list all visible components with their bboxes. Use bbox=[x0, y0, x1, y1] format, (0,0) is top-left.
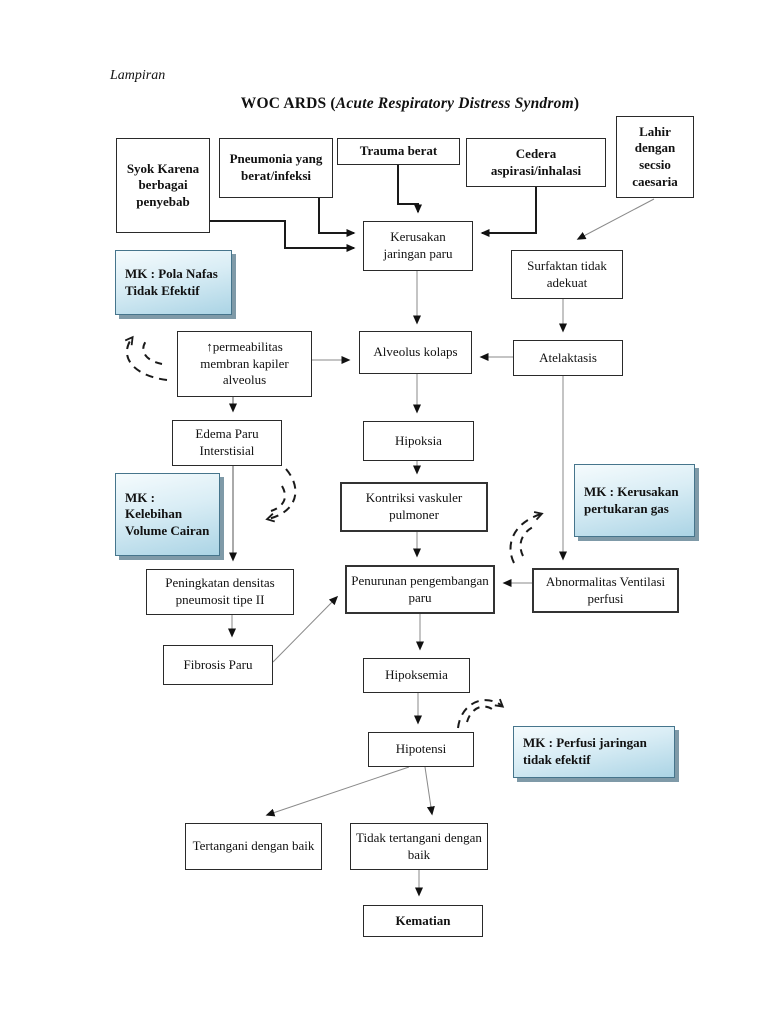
node-hipotensi: Hipotensi bbox=[368, 732, 474, 767]
mk-box-pola-nafas: MK : Pola Nafas Tidak Efektif bbox=[115, 250, 232, 315]
mk-box-kelebihan-volume: MK : Kelebihan Volume Cairan bbox=[115, 473, 220, 556]
node-abnormalitas-ventilasi: Abnormalitas Ventilasi perfusi bbox=[532, 568, 679, 613]
title-italic: Acute Respiratory Distress Syndrom bbox=[335, 95, 574, 112]
node-kerusakan-jaringan-paru: Kerusakan jaringan paru bbox=[363, 221, 473, 271]
arrow-hipotensi-to-tertangani bbox=[265, 766, 410, 817]
arrow-pneumonia-to-kerusakan bbox=[318, 198, 356, 237]
page-title: WOC ARDS (Acute Respiratory Distress Syn… bbox=[130, 95, 690, 113]
title-prefix: WOC ARDS ( bbox=[240, 95, 336, 112]
node-surfaktan-tidak-adekuat: Surfaktan tidak adekuat bbox=[511, 250, 623, 299]
arrow-hipotensi-to-tidak-tertangani bbox=[424, 766, 435, 816]
node-hipoksia: Hipoksia bbox=[363, 421, 474, 461]
dashed-arrow-mk-perfusi-inner bbox=[466, 705, 493, 723]
node-kematian: Kematian bbox=[363, 905, 483, 937]
node-penurunan-pengembangan: Penurunan pengembangan paru bbox=[345, 565, 495, 614]
node-atelaktasis: Atelaktasis bbox=[513, 340, 623, 376]
arrow-lahir-to-surfaktan bbox=[576, 198, 655, 240]
arrow-trauma-to-kerusakan bbox=[397, 165, 422, 214]
corner-label: Lampiran bbox=[110, 68, 166, 83]
node-hipoksemia: Hipoksemia bbox=[363, 658, 470, 693]
node-lahir-secsio: Lahir dengan secsio caesaria bbox=[616, 116, 694, 198]
dashed-arrow-mk-kerusakan bbox=[509, 511, 544, 564]
node-peningkatan-densitas: Peningkatan densitas pneumosit tipe II bbox=[146, 569, 294, 615]
mk-box-perfusi-jaringan: MK : Perfusi jaringan tidak efektif bbox=[513, 726, 675, 778]
title-suffix: ) bbox=[573, 95, 580, 112]
node-pneumonia: Pneumonia yang berat/infeksi bbox=[219, 138, 333, 198]
dashed-arrow-mk-perfusi bbox=[457, 698, 505, 729]
node-permeabilitas: ↑permeabilitas membran kapiler alveolus bbox=[177, 331, 312, 397]
mk-box-kerusakan-pertukaran-gas: MK : Kerusakan pertukaran gas bbox=[574, 464, 695, 537]
dashed-arrow-mk-kelebihan-inner bbox=[270, 485, 286, 512]
node-tertangani: Tertangani dengan baik bbox=[185, 823, 322, 870]
node-syok: Syok Karena berbagai penyebab bbox=[116, 138, 210, 233]
node-trauma-berat: Trauma berat bbox=[337, 138, 460, 165]
arrow-fibrosis-to-penurunan bbox=[272, 595, 339, 663]
arrow-cedera-to-kerusakan bbox=[480, 187, 537, 237]
node-edema-paru: Edema Paru Interstisial bbox=[172, 420, 282, 466]
dashed-arrow-mk-pola-inner bbox=[142, 340, 163, 365]
node-alveolus-kolaps: Alveolus kolaps bbox=[359, 331, 472, 374]
dashed-arrow-mk-kelebihan bbox=[265, 468, 297, 523]
node-cedera: Cedera aspirasi/inhalasi bbox=[466, 138, 606, 187]
node-tidak-tertangani: Tidak tertangani dengan baik bbox=[350, 823, 488, 870]
dashed-arrow-mk-kerusakan-inner bbox=[519, 525, 536, 557]
dashed-arrow-mk-pola bbox=[124, 335, 168, 381]
node-fibrosis-paru: Fibrosis Paru bbox=[163, 645, 273, 685]
node-kontriksi-vaskuler: Kontriksi vaskuler pulmoner bbox=[340, 482, 488, 532]
arrow-syok-to-kerusakan bbox=[210, 220, 356, 252]
